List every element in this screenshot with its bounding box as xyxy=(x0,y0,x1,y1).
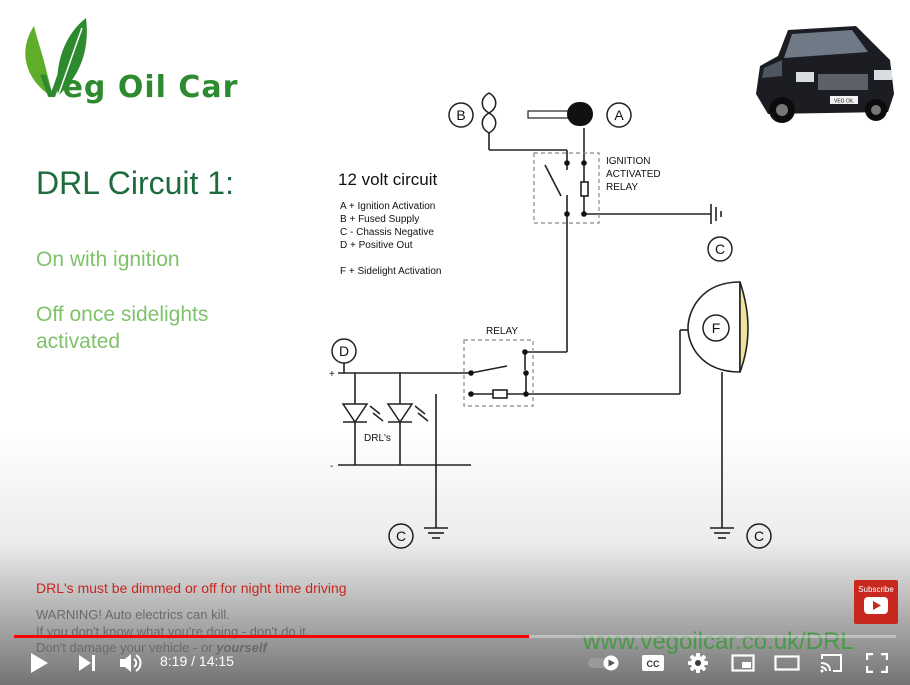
warning-text: Don't damage your vehicle - or xyxy=(36,640,217,655)
legend-item: A + Ignition Activation xyxy=(340,201,436,212)
next-icon xyxy=(79,654,95,671)
cast-button[interactable] xyxy=(816,640,846,685)
car-photo: VEG OIL xyxy=(748,16,898,128)
number-plate: VEG OIL xyxy=(834,99,854,105)
settings-button[interactable] xyxy=(683,640,713,685)
play-icon xyxy=(31,652,48,673)
label-a: A xyxy=(614,107,624,123)
volume-icon xyxy=(120,653,142,672)
subscribe-watermark[interactable]: Subscribe xyxy=(854,580,898,624)
fullscreen-button[interactable] xyxy=(862,640,892,685)
legend-item: F + Sidelight Activation xyxy=(340,266,442,277)
next-button[interactable] xyxy=(72,640,102,685)
miniplayer-icon xyxy=(731,653,755,672)
dimming-note: DRL's must be dimmed or off for night ti… xyxy=(36,580,347,596)
theater-mode-button[interactable] xyxy=(772,640,802,685)
label-c: C xyxy=(715,241,725,257)
fullscreen-icon xyxy=(866,652,888,673)
drls-label: DRL's xyxy=(364,433,391,444)
warning-line: Don't damage your vehicle - or yourself xyxy=(36,640,267,655)
website-url: www.vegoilcar.co.uk/DRL xyxy=(583,628,854,655)
subtitle-on: On with ignition xyxy=(36,248,180,271)
legend-item: C - Chassis Negative xyxy=(340,227,434,238)
label-f: F xyxy=(712,320,721,336)
relay-label: RELAY xyxy=(486,326,518,337)
play-button[interactable] xyxy=(22,640,56,685)
label-d: D xyxy=(339,343,349,359)
plus-label: + xyxy=(329,369,335,380)
legend-item: B + Fused Supply xyxy=(340,214,420,225)
captions-icon: CC xyxy=(642,654,664,671)
label-c: C xyxy=(396,528,406,544)
legend-item: D + Positive Out xyxy=(340,240,413,251)
ignition-relay-label: ACTIVATED xyxy=(606,169,661,180)
ignition-relay-label: RELAY xyxy=(606,182,638,193)
svg-text:CC: CC xyxy=(647,659,660,669)
mute-button[interactable] xyxy=(116,640,148,685)
youtube-icon xyxy=(864,597,888,614)
cast-icon xyxy=(820,653,842,672)
progress-played xyxy=(14,635,530,638)
miniplayer-button[interactable] xyxy=(728,640,758,685)
logo-initial: V xyxy=(40,70,63,105)
circuit-title: 12 volt circuit xyxy=(338,170,438,189)
veg-oil-car-logo xyxy=(25,18,87,99)
current-time: 8:19 xyxy=(160,653,188,669)
label-c: C xyxy=(754,528,764,544)
warning-emphasis: yourself xyxy=(216,640,267,655)
label-b: B xyxy=(456,107,465,123)
info-icon[interactable]: i xyxy=(866,14,888,36)
autoplay-toggle[interactable] xyxy=(586,640,622,685)
autoplay-toggle-icon xyxy=(588,655,619,670)
warning-line: WARNING! Auto electrics can kill. xyxy=(36,607,230,622)
subscribe-label: Subscribe xyxy=(858,585,894,594)
logo-wordmark: Veg Oil Car xyxy=(40,70,238,105)
duration: 14:15 xyxy=(198,653,234,669)
logo-text: eg Oil Car xyxy=(62,70,239,105)
slide-title: DRL Circuit 1: xyxy=(36,165,234,201)
captions-button[interactable]: CC xyxy=(638,640,668,685)
control-bar: 8:19 / 14:15 CC xyxy=(0,640,910,685)
minus-label: - xyxy=(330,461,333,472)
ignition-relay-label: IGNITION xyxy=(606,156,650,167)
settings-icon xyxy=(688,652,708,673)
time-display: 8:19 / 14:15 xyxy=(160,653,234,669)
time-separator: / xyxy=(187,653,199,669)
subtitle-off: Off once sidelights activated xyxy=(36,303,209,353)
theater-mode-icon xyxy=(774,654,800,671)
